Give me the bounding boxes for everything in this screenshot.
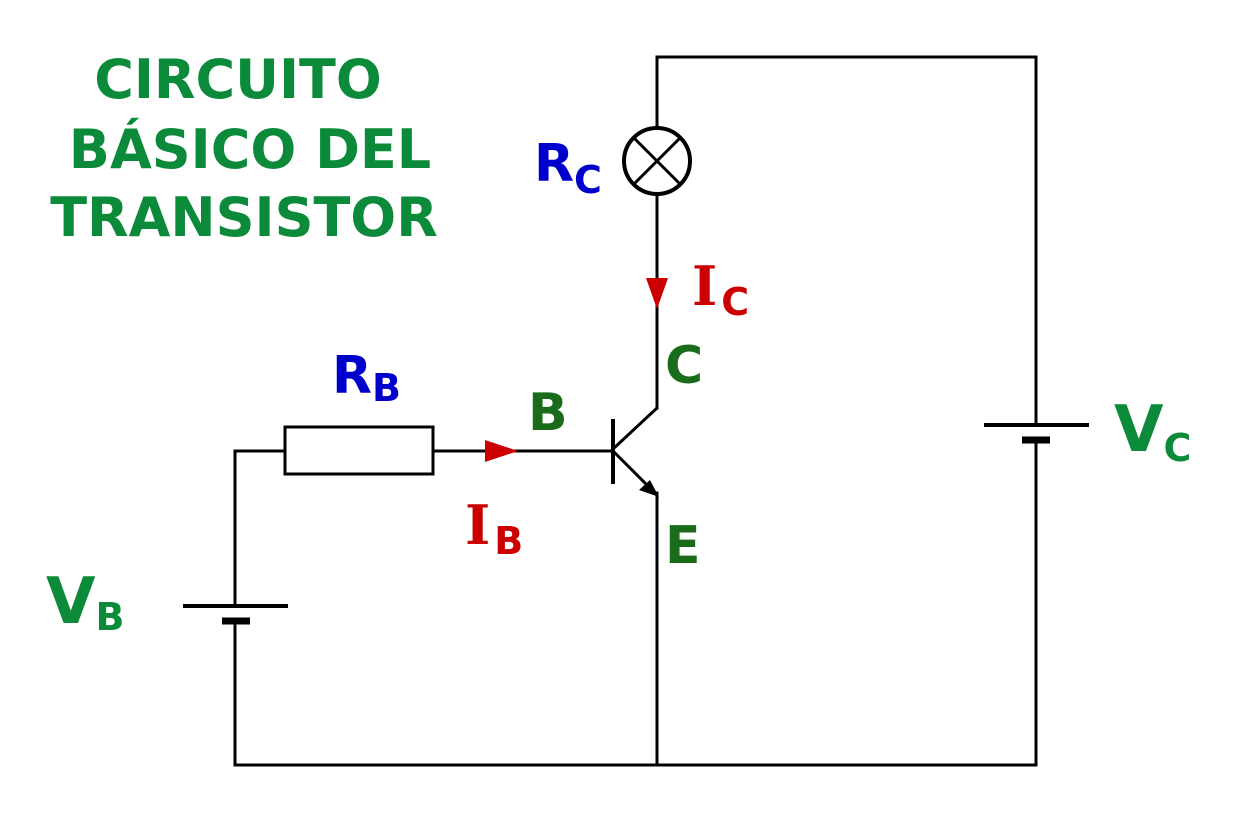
title-line-3: TRANSISTOR [50,186,438,249]
resistor-rb-symbol [283,425,435,476]
label-vb: VB [46,565,125,639]
terminal-label-b: B [528,383,568,443]
label-vc: VC [1114,393,1191,470]
base-circuit-wires [233,449,614,767]
terminal-label-e: E [665,516,701,576]
collector-circuit-wires [233,55,1038,767]
label-ic-sub: C [721,280,749,324]
transistor-collector-lead [611,406,659,451]
wire-vb-to-resistor [233,449,287,608]
label-rc-main: R [534,134,574,194]
title-line-2: BÁSICO DEL [69,118,431,181]
label-ib-main: I [465,493,490,557]
transistor-emitter-lead [611,449,652,490]
label-vb-main: V [46,565,96,639]
label-rb-main: R [332,346,372,406]
label-rb: RB [332,346,401,410]
emitter-arrow [639,480,659,497]
base-current-arrow [485,440,518,462]
battery-vb-symbol [183,604,288,625]
battery-vc-symbol [984,423,1089,444]
label-ib-sub: B [494,519,523,563]
terminal-label-c: C [665,336,703,396]
label-rb-sub: B [372,366,401,410]
npn-transistor-symbol [611,406,659,497]
label-vc-main: V [1114,393,1164,467]
label-rc: RC [534,134,602,202]
collector-current-arrow [646,278,668,309]
label-vc-sub: C [1164,426,1192,470]
wire-top-loop [655,55,1038,427]
label-vb-sub: B [96,595,125,639]
label-ic-main: I [692,254,717,318]
label-rc-sub: C [574,158,602,202]
lamp-rc-symbol [622,126,692,196]
title-line-1: CIRCUITO [94,48,382,111]
circuit-title: CIRCUITO BÁSICO DEL TRANSISTOR [50,48,438,249]
